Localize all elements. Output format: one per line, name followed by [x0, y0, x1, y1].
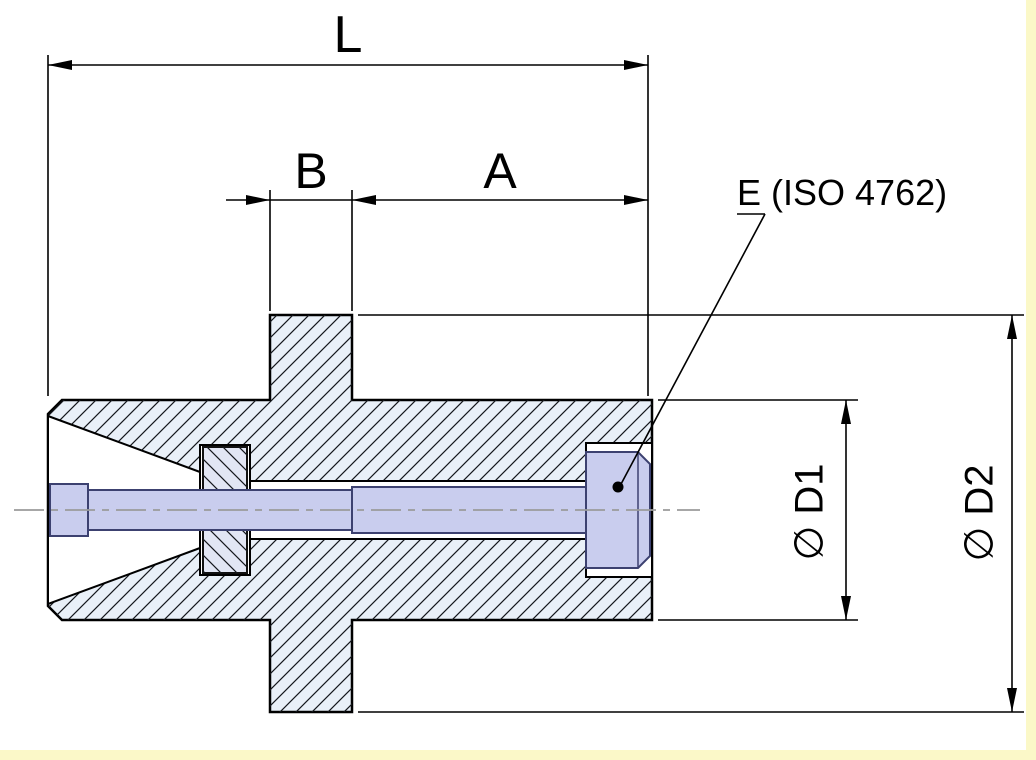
leader-line	[619, 213, 766, 487]
page-edge-right	[1026, 0, 1036, 760]
arrowhead	[624, 195, 648, 205]
page-edge-bottom	[0, 750, 1036, 760]
dimension-D2	[358, 314, 1024, 713]
arrowhead	[352, 195, 376, 205]
dim-L-label: L	[334, 6, 363, 64]
drawbar-nut	[202, 446, 248, 574]
dim-A-label: A	[483, 143, 517, 199]
leader-dot	[612, 481, 624, 493]
nut-lower-hatching	[203, 530, 247, 573]
dimension-BA	[226, 190, 648, 311]
dim-D1-label: ∅ D1	[788, 463, 832, 560]
dimension-D1	[658, 399, 858, 621]
screw-note-label: E (ISO 4762)	[737, 172, 947, 213]
nut-upper-hatching	[203, 447, 247, 490]
arrowhead	[48, 60, 72, 70]
arrowhead	[1007, 688, 1017, 712]
arrowhead	[841, 400, 851, 424]
arrowhead	[841, 596, 851, 620]
arrowhead	[624, 60, 648, 70]
arrowhead	[246, 195, 270, 205]
arrowhead	[1007, 315, 1017, 339]
screw-callout	[612, 213, 766, 493]
dimension-L	[47, 55, 649, 396]
dim-B-label: B	[294, 143, 327, 199]
dim-D2-label: ∅ D2	[958, 464, 1002, 561]
